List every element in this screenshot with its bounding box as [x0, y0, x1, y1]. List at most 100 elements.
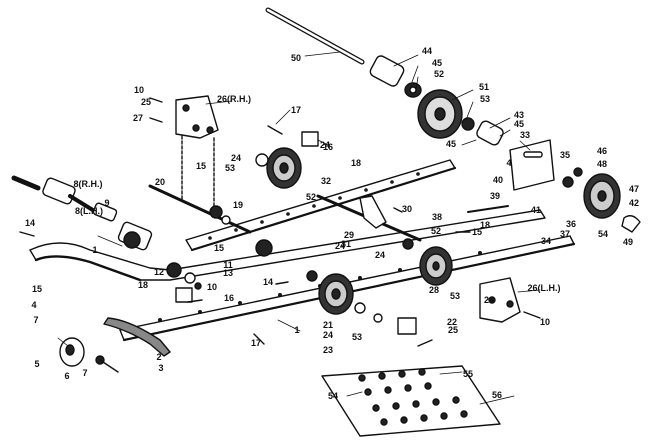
part-callout: 50 [290, 53, 302, 63]
part-callout: 43 [513, 110, 525, 120]
adjuster-bolt [467, 205, 509, 213]
part-callout: 24 [322, 330, 334, 340]
part-callout: 33 [519, 130, 531, 140]
part-callout: 30 [401, 204, 413, 214]
part-callout: 53 [479, 94, 491, 104]
part-callout: 18 [137, 280, 149, 290]
part-callout: 24 [483, 295, 495, 305]
part-callout: 13 [222, 268, 234, 278]
part-callout: 14 [262, 277, 274, 287]
part-callout: 53 [449, 291, 461, 301]
part-callout: 51 [478, 82, 490, 92]
wear-strip [103, 317, 171, 357]
part-callout: 25 [140, 97, 152, 107]
part-callout: 49 [622, 237, 634, 247]
part-callout: 54 [597, 229, 609, 239]
block-lower [175, 287, 193, 303]
part-callout: 40 [492, 175, 504, 185]
part-callout: 1 [294, 325, 300, 335]
part-callout: 8(L.H.) [75, 206, 103, 216]
part-callout: 52 [430, 226, 442, 236]
part-callout: 20 [154, 177, 166, 187]
part-callout: 29 [343, 230, 355, 240]
part-callout: 56 [491, 390, 503, 400]
part-callout: 7 [82, 368, 88, 378]
spacer-right [476, 120, 504, 146]
part-callout: 27 [132, 113, 144, 123]
part-callout: 24 [374, 250, 386, 260]
part-callout: 14 [24, 218, 36, 228]
part-callout: 53 [224, 163, 236, 173]
part-callout: 15 [31, 284, 43, 294]
part-callout: 53 [351, 332, 363, 342]
part-callout: 11 [223, 260, 233, 270]
end-cap-49 [621, 215, 641, 233]
part-callout: 37 [559, 229, 571, 239]
part-callout: 42 [628, 198, 640, 208]
part-callout: 24 [319, 140, 331, 150]
part-callout: 26(L.H.) [527, 283, 561, 293]
part-callout: 41 [530, 205, 542, 215]
upper-idler-wheel [417, 89, 475, 139]
part-callout: 23 [322, 345, 334, 355]
part-callout: 31 [340, 239, 352, 249]
part-callout: 44 [421, 46, 433, 56]
part-callout: 45 [431, 58, 443, 68]
idler-wheel-mid [402, 238, 453, 286]
idler-wheel-lower [306, 270, 383, 323]
part-callout: 7 [33, 315, 39, 325]
part-callout: 4 [506, 158, 512, 168]
part-callout: 1 [92, 245, 98, 255]
rear-plate [509, 139, 555, 191]
part-callout: 45 [445, 139, 457, 149]
part-callout: 48 [596, 159, 608, 169]
part-callout: 34 [540, 236, 552, 246]
part-callout: 38 [431, 212, 443, 222]
part-callout: 32 [320, 176, 332, 186]
part-callout: 45 [513, 119, 525, 129]
part-callout: 55 [462, 369, 474, 379]
part-callout: 9 [104, 198, 110, 208]
part-callout: 2 [156, 352, 162, 362]
pivot-arm [359, 195, 387, 229]
part-callout: 5 [34, 359, 40, 369]
rear-idler-wheel [562, 167, 621, 219]
part-callout: 25 [447, 325, 459, 335]
part-callout: 15 [195, 161, 207, 171]
part-callout: 17 [290, 105, 302, 115]
part-callout: 17 [250, 338, 262, 348]
part-callout: 18 [479, 220, 491, 230]
block-top [301, 131, 319, 147]
part-callout: 15 [471, 227, 483, 237]
track-clips [321, 365, 501, 437]
idler-wheel-upper-left [255, 147, 302, 189]
part-callout: 54 [327, 391, 339, 401]
bracket-lh [479, 277, 521, 323]
part-callout: 35 [559, 150, 571, 160]
slide-rail-right [185, 159, 457, 252]
cross-shaft [148, 184, 252, 234]
part-callout: 12 [153, 267, 165, 277]
part-callout: 3 [158, 363, 164, 373]
bolts [19, 97, 541, 347]
part-callout: 16 [322, 142, 334, 152]
part-callout: 18 [350, 158, 362, 168]
part-callout: 39 [489, 191, 501, 201]
part-callout: 36 [565, 219, 577, 229]
bracket-rh [175, 95, 219, 216]
part-callout: 10 [206, 282, 218, 292]
part-callout: 47 [628, 184, 640, 194]
part-callout: 16 [223, 293, 235, 303]
part-callout: 10 [133, 85, 145, 95]
spacer-group-11-13 [166, 239, 273, 290]
part-callout: 24 [230, 153, 242, 163]
part-callout: 24 [334, 241, 346, 251]
part-callout: 52 [433, 69, 445, 79]
part-callout: 4 [31, 300, 37, 310]
part-callout: 15 [213, 243, 225, 253]
long-axle [265, 7, 365, 65]
leader-lines [57, 51, 541, 405]
